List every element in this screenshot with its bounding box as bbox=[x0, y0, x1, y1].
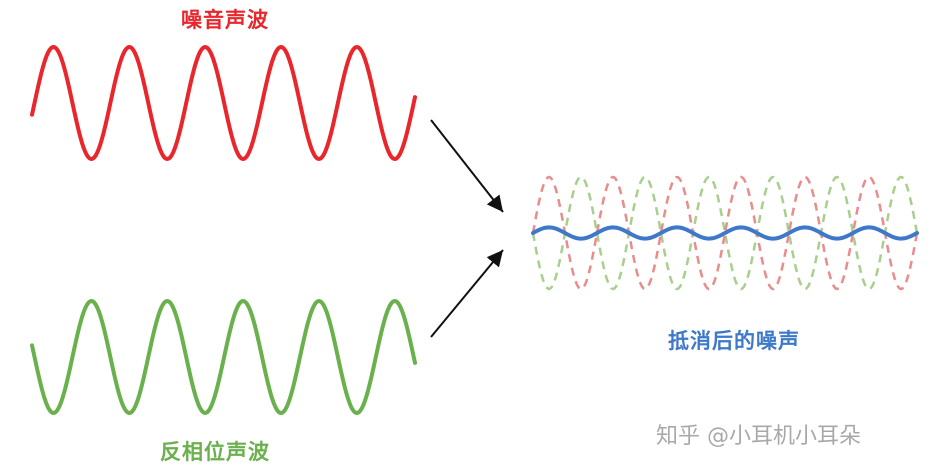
noise-sine-wave bbox=[30, 44, 417, 162]
cancelled-noise-label: 抵消后的噪声 bbox=[668, 329, 800, 353]
watermark: 知乎 @小耳机小耳朵 bbox=[656, 424, 861, 449]
cancelled-residual-wave bbox=[531, 225, 919, 241]
noise-wave-label: 噪音声波 bbox=[181, 8, 269, 32]
anti-phase-sine-wave bbox=[30, 298, 417, 416]
bottom-arrow bbox=[430, 249, 504, 338]
anti-phase-wave-label: 反相位声波 bbox=[160, 440, 270, 464]
top-arrow bbox=[430, 119, 504, 213]
